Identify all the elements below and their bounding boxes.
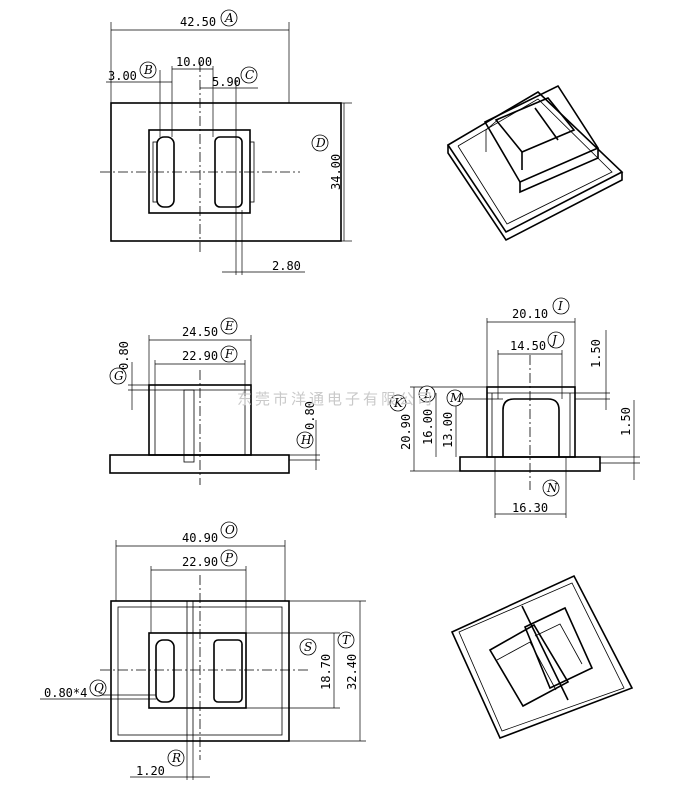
dim-bottom-right-text: 1.50 xyxy=(619,407,633,436)
dim-K-text: 20.90 xyxy=(399,414,413,450)
callout-S: S xyxy=(304,640,312,654)
callout-M-circle xyxy=(446,389,464,407)
dim-bottom-text: 2.80 xyxy=(272,259,301,273)
callout-C-circle xyxy=(240,66,258,84)
dim-J-text: 14.50 xyxy=(510,339,546,353)
callout-J-circle xyxy=(547,331,565,349)
callout-A: A xyxy=(224,11,234,25)
callout-B-circle xyxy=(139,61,157,79)
dim-A-text: 42.50 xyxy=(180,15,216,29)
bottom-view: 40.90 22.90 18.70 32.40 0.80*4 1.20 xyxy=(40,531,366,780)
callout-G-circle xyxy=(109,367,127,385)
callout-L: L xyxy=(423,387,432,401)
callout-M: M xyxy=(449,391,463,405)
callout-D: D xyxy=(315,136,326,150)
dim-I-text: 20.10 xyxy=(512,307,548,321)
callout-H-circle xyxy=(296,431,314,449)
letter-callouts: A B C D E F G H I J K L M N O P Q R S xyxy=(89,9,570,767)
dim-D-text: 34.00 xyxy=(329,154,343,190)
callout-D-circle xyxy=(311,134,329,152)
callout-A-circle xyxy=(220,9,238,27)
iso-view-top xyxy=(446,84,624,242)
callout-C: C xyxy=(245,68,254,82)
top-view: 42.50 3.00 10.00 5.90 34.00 2.80 xyxy=(100,15,352,275)
dim-P-text: 22.90 xyxy=(182,555,218,569)
callout-N-circle xyxy=(542,479,560,497)
dim-O-text: 40.90 xyxy=(182,531,218,545)
dim-E-text: 24.50 xyxy=(182,325,218,339)
front-view: 24.50 22.90 0.80 0.80 xyxy=(109,325,320,485)
callout-B: B xyxy=(143,63,153,77)
callout-H: H xyxy=(300,433,312,447)
callout-E-circle xyxy=(220,317,238,335)
callout-Q-circle xyxy=(89,679,107,697)
callout-F-circle xyxy=(220,345,238,363)
callout-Q: Q xyxy=(94,681,104,695)
callout-L-circle xyxy=(418,385,436,403)
dim-B-text: 3.00 xyxy=(108,69,137,83)
callout-R: R xyxy=(171,751,181,765)
callout-P-circle xyxy=(220,549,238,567)
callout-T-circle xyxy=(337,631,355,649)
dim-T-text: 32.40 xyxy=(345,654,359,690)
dim-R-text: 1.20 xyxy=(136,764,165,778)
dim-S-text: 18.70 xyxy=(319,654,333,690)
callout-J: J xyxy=(549,333,558,347)
callout-K: K xyxy=(393,396,404,410)
callout-O-circle xyxy=(220,521,238,539)
watermark-text: 东莞市洋通电子有限公司 xyxy=(237,390,435,408)
callout-I-circle xyxy=(552,297,570,315)
callout-F: F xyxy=(224,347,234,361)
iso-view-bottom xyxy=(450,574,634,740)
callout-K-circle xyxy=(389,394,407,412)
callout-I: I xyxy=(557,299,563,313)
dim-B-top-text: 10.00 xyxy=(176,55,212,69)
dim-N-text: 16.30 xyxy=(512,501,548,515)
callout-G: G xyxy=(114,369,124,383)
callout-N: N xyxy=(546,481,558,495)
side-view: 20.10 14.50 20.90 16.00 13.00 16.30 1.50… xyxy=(399,307,640,518)
dim-F-text: 22.90 xyxy=(182,349,218,363)
callout-P: P xyxy=(224,551,234,565)
dim-M-text: 13.00 xyxy=(441,412,455,448)
dim-L-text: 16.00 xyxy=(421,409,435,445)
callout-T: T xyxy=(342,633,351,647)
callout-S-circle xyxy=(299,638,317,656)
callout-O: O xyxy=(225,523,235,537)
dim-top-right-text: 1.50 xyxy=(589,339,603,368)
dim-H-text: 0.80 xyxy=(303,401,317,430)
dim-Q-text: 0.80*4 xyxy=(44,686,87,700)
callout-R-circle xyxy=(167,749,185,767)
dim-C-text: 5.90 xyxy=(212,75,241,89)
callout-E: E xyxy=(224,319,234,333)
dim-G-text: 0.80 xyxy=(117,341,131,370)
